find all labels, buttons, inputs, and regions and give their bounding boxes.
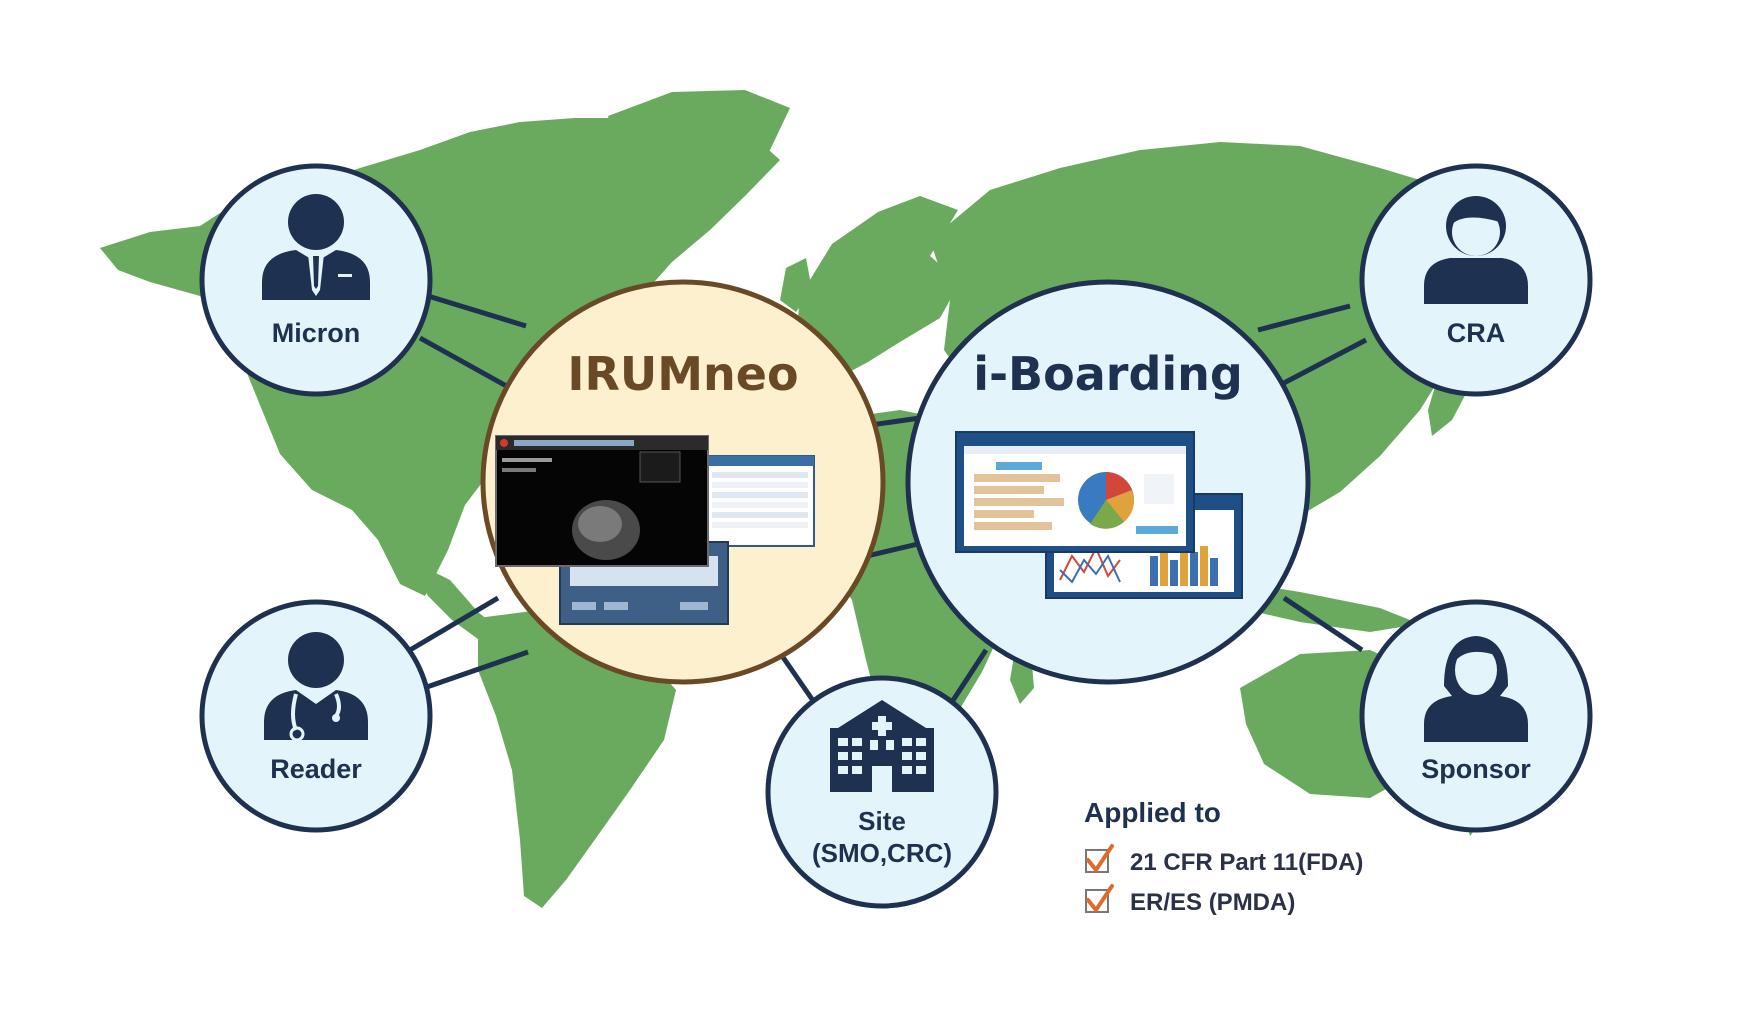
link-micron-irumneo-b: [418, 335, 512, 391]
compliance-item: ER/ES (PMDA): [1085, 884, 1295, 916]
compliance-heading: Applied to: [1084, 797, 1221, 828]
compliance-list: Applied to 21 CFR Part 11(FDA) ER/ES (PM…: [1084, 797, 1363, 916]
central-america-shape: [410, 560, 500, 642]
link-sponsor-iboarding: [1282, 595, 1364, 653]
compliance-item-text: 21 CFR Part 11(FDA): [1130, 849, 1363, 876]
iboarding-screen-dashboard: [955, 431, 1195, 553]
site-label-line2: (SMO,CRC): [812, 838, 952, 868]
connector-lines: [408, 293, 1368, 710]
hub-iboarding: i-Boarding: [905, 279, 1311, 685]
site-label-line1: Site: [858, 806, 906, 836]
uk-shape: [780, 258, 812, 312]
checkbox-checked-icon: [1085, 884, 1114, 913]
compliance-item-text: ER/ES (PMDA): [1130, 889, 1295, 916]
link-reader-irumneo-b: [423, 649, 529, 691]
node-sponsor: Sponsor: [1359, 599, 1593, 833]
reader-label: Reader: [270, 754, 362, 784]
node-site: Site (SMO,CRC): [765, 675, 999, 909]
link-micron-irumneo-a: [427, 293, 527, 329]
europe-shape: [790, 196, 960, 392]
link-iboarding-site: [945, 648, 989, 710]
iboarding-title: i-Boarding: [973, 347, 1243, 401]
node-reader: Reader: [199, 599, 433, 833]
link-cra-iboarding-b: [1280, 337, 1368, 387]
irumneo-screen-list: [705, 455, 815, 547]
sponsor-label: Sponsor: [1421, 754, 1531, 784]
businessman-icon: [262, 194, 370, 300]
node-cra: CRA: [1359, 163, 1593, 397]
doctor-icon: [264, 632, 368, 742]
link-cra-iboarding-a: [1257, 303, 1351, 333]
cra-label: CRA: [1447, 318, 1506, 348]
link-reader-irumneo-a: [408, 595, 500, 653]
man-icon: [1424, 196, 1528, 304]
hospital-icon: [830, 700, 934, 792]
irumneo-screen-viewer: [495, 435, 709, 567]
hub-irumneo: IRUMneo: [480, 279, 886, 685]
south-america-shape: [478, 610, 676, 908]
line-chart-shape: [1059, 545, 1121, 581]
micron-label: Micron: [272, 318, 361, 348]
node-micron: Micron: [199, 163, 433, 397]
compliance-item: 21 CFR Part 11(FDA): [1085, 844, 1363, 876]
checkbox-checked-icon: [1085, 844, 1114, 873]
irumneo-title: IRUMneo: [567, 347, 798, 401]
link-irumneo-site: [775, 648, 817, 704]
greenland-shape: [608, 90, 790, 214]
woman-icon: [1424, 636, 1528, 742]
